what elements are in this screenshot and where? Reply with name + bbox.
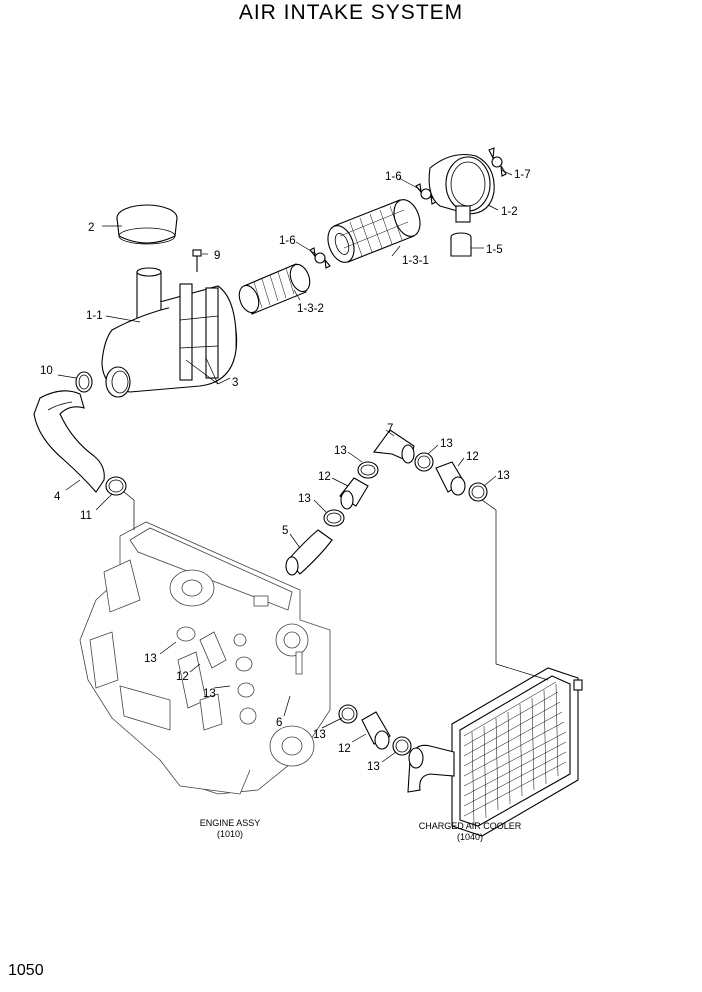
callout-labels: 2 1-1 9 3 1-6 1-3-2 1-6 1-3-1 1-7 1-2 1-… [40, 169, 531, 773]
callout-1-1: 1-1 [86, 310, 103, 322]
callout-12-c: 12 [176, 671, 189, 683]
charged-air-cooler [407, 667, 583, 837]
safety-filter-element [238, 263, 311, 315]
page-number: 1050 [8, 962, 44, 979]
clamp-13-lower-b [392, 736, 412, 756]
callout-13-h: 13 [367, 761, 380, 773]
callout-2: 2 [88, 222, 94, 234]
air-cleaner-body [101, 267, 238, 398]
wing-nut-lower [309, 247, 331, 269]
callout-10: 10 [40, 365, 53, 377]
air-cleaner-cover [428, 153, 495, 223]
callout-13-a: 13 [334, 445, 347, 457]
callout-1-6-upper: 1-6 [385, 171, 402, 183]
callout-6: 6 [276, 717, 282, 729]
callout-1-7: 1-7 [514, 169, 531, 181]
mounting-bolt [192, 249, 202, 272]
callout-13-b: 13 [298, 493, 311, 505]
callout-13-d: 13 [497, 470, 510, 482]
leader-lines [57, 169, 549, 763]
wing-nut-cover [488, 147, 507, 177]
caption-engine-ref: (1010) [217, 829, 243, 839]
captions: ENGINE ASSY (1010) CHARGED AIR COOLER (1… [200, 818, 522, 842]
hose-12-lower [361, 711, 391, 750]
callout-13-f: 13 [203, 688, 216, 700]
precleaner-cap [116, 204, 178, 245]
callout-4: 4 [54, 491, 61, 503]
clamp-13-upper-left [357, 461, 379, 479]
clamp-11 [105, 476, 127, 496]
wing-nut-upper [415, 183, 437, 205]
callout-1-3-2: 1-3-2 [297, 303, 324, 315]
callout-13-c: 13 [440, 438, 453, 450]
intake-hose [33, 390, 105, 493]
hose-12-upper-left [339, 477, 369, 510]
clamp-10 [75, 371, 93, 393]
callout-7: 7 [387, 423, 393, 435]
clamp-13-upper-right-a [414, 452, 434, 472]
callout-12-a: 12 [318, 471, 331, 483]
caption-engine-assy: ENGINE ASSY [200, 818, 261, 828]
page-title: AIR INTAKE SYSTEM [238, 1, 464, 24]
caption-cooler-ref: (1040) [457, 832, 483, 842]
callout-11: 11 [80, 510, 92, 522]
primary-filter-element [327, 199, 421, 263]
pipe-5 [285, 529, 333, 576]
callout-9: 9 [214, 250, 220, 262]
clamp-13-lower-a [338, 704, 358, 724]
callout-12-b: 12 [466, 451, 479, 463]
caption-cooler: CHARGED AIR COOLER [419, 821, 522, 831]
engine-assembly [79, 521, 331, 795]
vacuator-valve [450, 232, 472, 257]
callout-1-3-1: 1-3-1 [402, 255, 429, 267]
elbow-7 [372, 429, 415, 464]
clamp-13-mid [323, 509, 345, 527]
hose-12-upper-right [435, 461, 466, 496]
callout-13-g: 13 [313, 729, 326, 741]
callout-13-e: 13 [144, 653, 157, 665]
callout-1-5: 1-5 [486, 244, 503, 256]
callout-1-2: 1-2 [501, 206, 518, 218]
clamp-13-upper-right-b [468, 482, 488, 502]
callout-5: 5 [282, 525, 288, 537]
callout-1-6-lower: 1-6 [279, 235, 296, 247]
callout-12-d: 12 [338, 743, 351, 755]
callout-3: 3 [232, 377, 238, 389]
